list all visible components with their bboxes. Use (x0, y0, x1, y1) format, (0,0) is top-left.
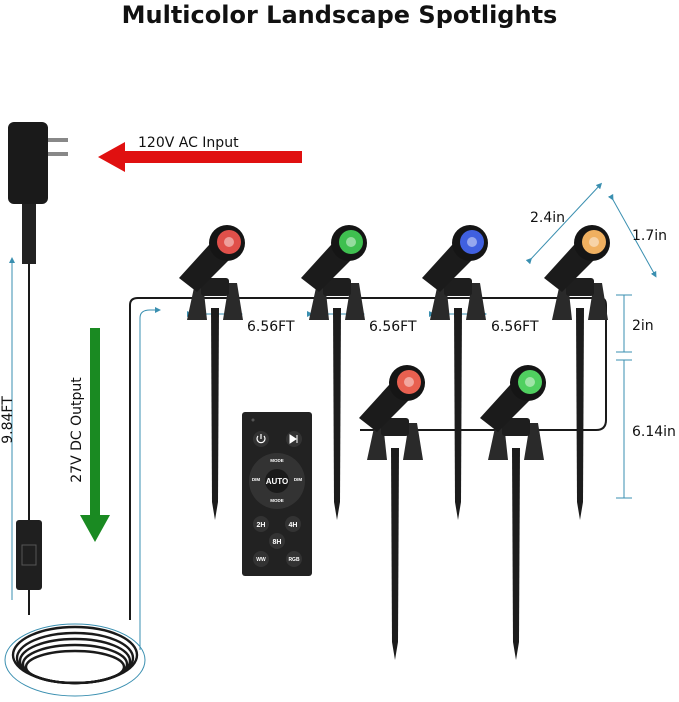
inline-switch (16, 520, 42, 590)
auto-button: AUTO (266, 477, 289, 486)
rgb-button: RGB (288, 557, 300, 563)
ww-button: WW (256, 557, 266, 563)
switch-icon (21, 544, 37, 566)
ac-input-label: 120V AC Input (138, 135, 239, 151)
spotlight (480, 365, 546, 660)
dc-output-arrow (80, 328, 110, 542)
dim-minus-button: DIM (252, 477, 261, 482)
power-adapter (8, 122, 68, 264)
timer-8h-button: 8H (273, 539, 282, 546)
mode-plus-button: MODE (270, 458, 284, 463)
head-depth-label: 1.7in (632, 228, 667, 244)
dim-plus-button: DIM (294, 477, 303, 482)
spacing-label: 6.56FT (491, 319, 539, 335)
ac-input-arrow (98, 142, 302, 172)
spacing-label: 6.56FT (247, 319, 295, 335)
page-title: Multicolor Landscape Spotlights (121, 1, 558, 29)
spotlight (422, 225, 488, 520)
stake-length-label: 6.14in (632, 424, 676, 440)
timer-4h-button: 4H (289, 522, 298, 529)
head-width-label: 2.4in (530, 210, 565, 226)
spotlight (359, 365, 425, 660)
remote-control: AUTO MODE MODE DIM DIM 2H 4H 8H WW RGB (242, 412, 312, 576)
mode-minus-button: MODE (270, 498, 284, 503)
timer-2h-button: 2H (257, 522, 266, 529)
spotlight (544, 225, 610, 520)
spacing-label: 6.56FT (369, 319, 417, 335)
dc-output-label: 27V DC Output (69, 377, 85, 483)
spotlight (301, 225, 367, 520)
cable-coil (11, 625, 139, 685)
cable-length-label: 9.84FT (0, 396, 16, 444)
bracket-height-label: 2in (632, 318, 654, 334)
spotlight (179, 225, 245, 520)
